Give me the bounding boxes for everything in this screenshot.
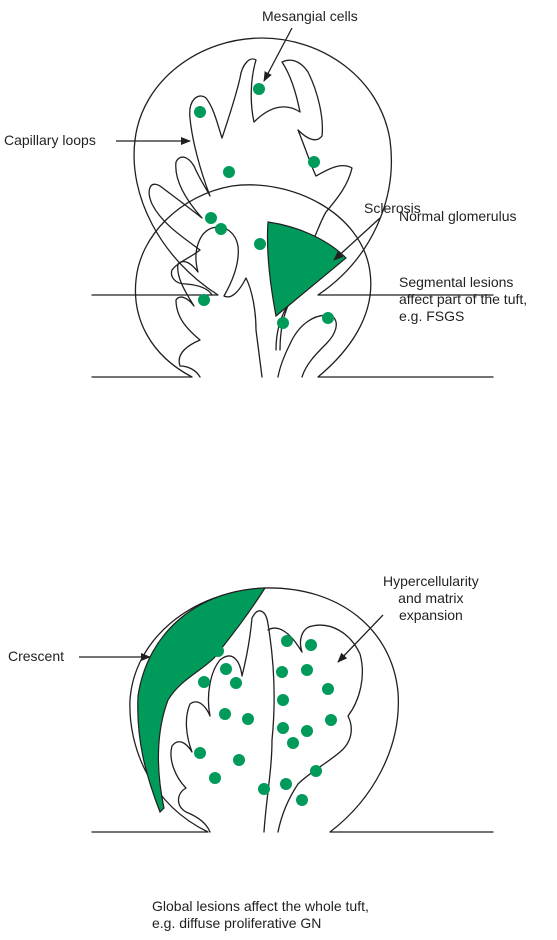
mesangial-cells-label: Mesangial cells [262, 8, 358, 25]
mesangial-cell [233, 754, 245, 766]
mesangial-cell [280, 778, 292, 790]
mesangial-cell [325, 714, 337, 726]
sclerosis-label: Sclerosis [364, 200, 421, 217]
mesangial-cell [258, 783, 270, 795]
mesangial-cell [277, 722, 289, 734]
mesangial-cell [242, 713, 254, 725]
mesangial-cell [310, 765, 322, 777]
mesangial-cell [277, 317, 289, 329]
mesangial-cell [198, 294, 210, 306]
mesangial-cell [305, 639, 317, 651]
mesangial-cell [301, 664, 313, 676]
hypercellularity-label: Hypercellularity and matrix expansion [383, 573, 479, 624]
mesangial-cell [198, 676, 210, 688]
global-lesions-caption: Global lesions affect the whole tuft, e.… [152, 898, 369, 932]
mesangial-cell [194, 747, 206, 759]
mesangial-cell [308, 156, 320, 168]
mesangial-cell [277, 694, 289, 706]
mesangial-cell [322, 683, 334, 695]
capillary-loops-label: Capillary loops [4, 132, 96, 149]
mesangial-cell [205, 212, 217, 224]
mesangial-cell [254, 238, 266, 250]
mesangial-cell [215, 223, 227, 235]
mesangial-cell [253, 83, 265, 95]
mesangial-cell [194, 106, 206, 118]
mesangial-cell [276, 666, 288, 678]
sclerosis-arrow [334, 218, 380, 260]
crescent-lesion [138, 588, 265, 812]
mesangial-cell [281, 635, 293, 647]
mesangial-cell [219, 708, 231, 720]
crescent-label: Crescent [8, 648, 64, 665]
segmental-lesions-caption: Segmental lesions affect part of the tuf… [399, 274, 527, 325]
sclerosis-lesion [267, 222, 346, 316]
mesangial-cell [287, 737, 299, 749]
mesangial-cell [296, 794, 308, 806]
mesangial-cell [223, 166, 235, 178]
mesangial-cell-group [194, 635, 337, 806]
mesangial-cell-group [194, 83, 320, 250]
capillary-tuft-outline [176, 227, 262, 377]
mesangial-cell [322, 312, 334, 324]
global-glomerulus [79, 588, 493, 832]
mesangial-cell [209, 772, 221, 784]
mesangial-cell [301, 725, 313, 737]
mesangial-cell [220, 663, 232, 675]
mesangial-cell [212, 645, 224, 657]
mesangial-cell [230, 677, 242, 689]
